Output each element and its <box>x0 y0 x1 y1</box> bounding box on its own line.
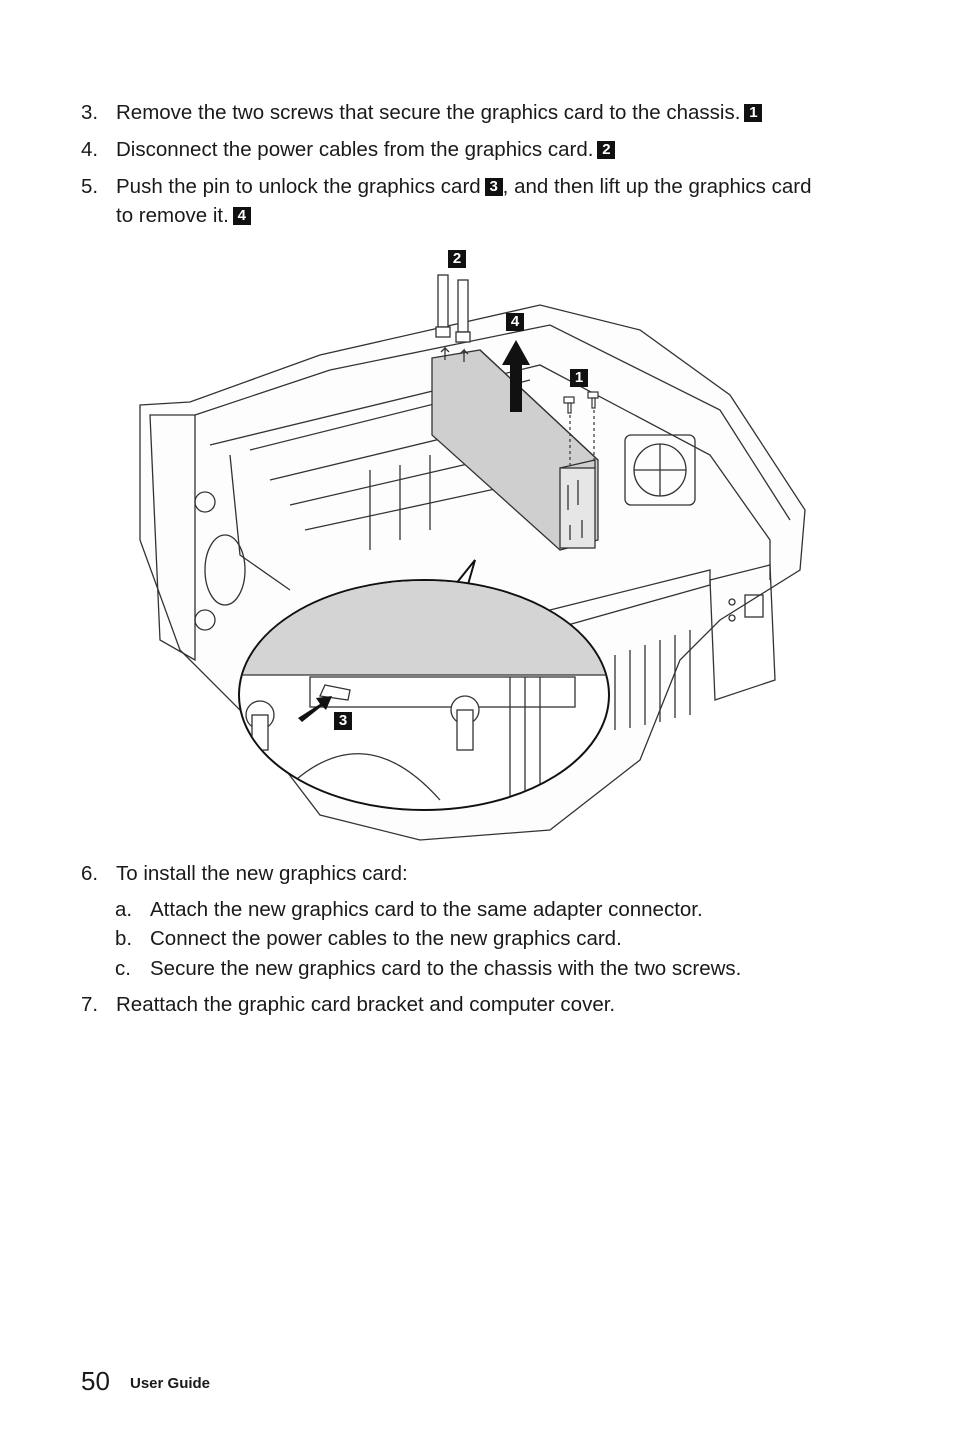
step-text-continued: , and then lift up the graphics card <box>502 175 812 198</box>
figure-callout-1: 1 <box>570 369 588 387</box>
substep-text: Connect the power cables to the new grap… <box>150 927 622 950</box>
substep-letter: b. <box>115 927 133 950</box>
callout-badge-3: 3 <box>484 178 503 196</box>
figure-callout-4: 4 <box>506 313 524 331</box>
graphics-card-removal-illustration: 2 4 1 3 <box>120 240 820 845</box>
callout-badge-1: 1 <box>744 104 763 122</box>
step-number: 6. <box>81 862 99 885</box>
figure-callout-2: 2 <box>448 250 466 268</box>
illustration-svg <box>139 274 806 841</box>
step-text-end: to remove it. <box>116 204 229 227</box>
step-number: 3. <box>81 101 99 124</box>
substep-letter: c. <box>115 957 131 980</box>
step-text: Remove the two screws that secure the gr… <box>116 101 741 124</box>
substep-text: Attach the new graphics card to the same… <box>150 898 703 921</box>
step-number: 5. <box>81 175 99 198</box>
document-title: User Guide <box>130 1375 211 1392</box>
step-text: Disconnect the power cables from the gra… <box>116 138 594 161</box>
step-text: Push the pin to unlock the graphics card <box>116 175 481 198</box>
step-text: Reattach the graphic card bracket and co… <box>116 993 616 1016</box>
figure-callout-3: 3 <box>334 712 352 730</box>
step-number: 7. <box>81 993 99 1016</box>
substep-text: Secure the new graphics card to the chas… <box>150 957 742 980</box>
callout-badge-4: 4 <box>232 207 251 225</box>
callout-badge-2: 2 <box>597 141 616 159</box>
page-number: 50 <box>81 1366 110 1396</box>
step-text: To install the new graphics card: <box>116 862 408 885</box>
step-number: 4. <box>81 138 99 161</box>
substep-letter: a. <box>115 898 133 921</box>
